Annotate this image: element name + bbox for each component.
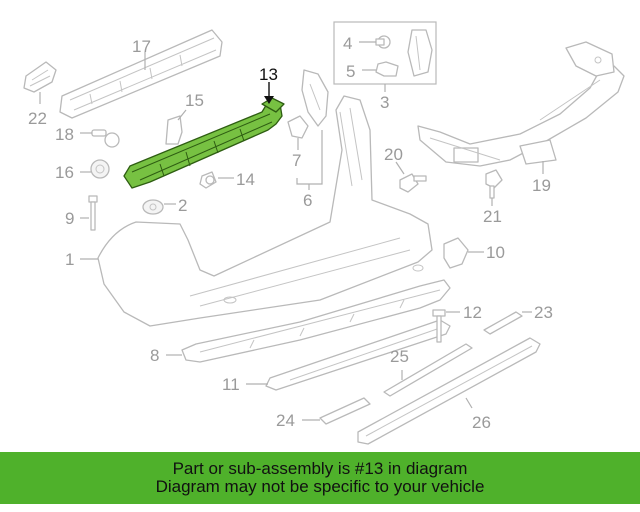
leader-26	[465, 397, 473, 409]
callout-3: 3	[380, 93, 389, 112]
callout-18: 18	[55, 125, 74, 144]
part-7-clip[interactable]	[287, 115, 309, 139]
callout-9: 9	[65, 209, 74, 228]
callout-17: 17	[132, 37, 151, 56]
callout-16: 16	[55, 163, 74, 182]
callout-11: 11	[222, 375, 240, 394]
part-26-scuff-plate[interactable]	[357, 337, 541, 445]
banner-line-1: Part or sub-assembly is #13 in diagram	[172, 459, 468, 478]
callout-7: 7	[292, 151, 301, 170]
leader-15	[177, 109, 187, 121]
callout-14: 14	[236, 170, 255, 189]
callout-2: 2	[178, 196, 187, 215]
part-5-nut[interactable]	[375, 61, 399, 77]
part-23-molding[interactable]	[483, 311, 523, 335]
callout-13: 13	[259, 65, 278, 84]
parts-diagram: 17 22 18 16 15 13 14 2 9 1 7 6 4 5 3 20 …	[23, 21, 625, 445]
callout-26: 26	[472, 413, 491, 432]
part-16-clip[interactable]	[90, 159, 110, 179]
part-17-impact-bar[interactable]	[59, 29, 223, 119]
part-18-bolt[interactable]	[91, 129, 120, 148]
part-2-clip[interactable]	[142, 199, 164, 215]
callout-21: 21	[483, 207, 502, 226]
part-21-bolt[interactable]	[485, 169, 503, 199]
callout-8: 8	[150, 346, 159, 365]
part-14-screw[interactable]	[199, 171, 217, 189]
callout-19: 19	[532, 176, 551, 195]
part-12-bolt[interactable]	[432, 309, 446, 343]
part-19-tow-hitch[interactable]	[417, 41, 625, 167]
arrow-13	[264, 96, 274, 104]
callout-15: 15	[185, 91, 204, 110]
part-25-molding[interactable]	[383, 343, 473, 397]
callout-24: 24	[276, 411, 295, 430]
part-1-bumper-cover[interactable]	[97, 95, 433, 327]
callout-25: 25	[390, 347, 409, 366]
part-22-bracket[interactable]	[23, 61, 57, 93]
banner-line-2: Diagram may not be specific to your vehi…	[155, 477, 485, 496]
callout-5: 5	[346, 62, 355, 81]
info-banner: Part or sub-assembly is #13 in diagram D…	[0, 452, 640, 504]
callout-10: 10	[486, 243, 505, 262]
part-15-bracket[interactable]	[165, 115, 183, 145]
callout-12: 12	[463, 303, 482, 322]
part-10-bracket[interactable]	[443, 237, 469, 269]
callout-6: 6	[303, 191, 312, 210]
callout-4: 4	[343, 34, 352, 53]
callout-20: 20	[384, 145, 403, 164]
part-8-lower-valance[interactable]	[181, 279, 451, 363]
part-bracket-side[interactable]	[301, 69, 329, 127]
part-9-pin[interactable]	[88, 195, 98, 231]
callout-22: 22	[28, 109, 47, 128]
part-4-screw[interactable]	[375, 35, 391, 49]
group-3-box[interactable]	[333, 21, 437, 85]
part-20-bolt[interactable]	[399, 173, 427, 193]
callout-23: 23	[534, 303, 553, 322]
leader-20	[395, 161, 405, 175]
part-24-molding[interactable]	[319, 397, 371, 425]
callout-1: 1	[65, 250, 74, 269]
